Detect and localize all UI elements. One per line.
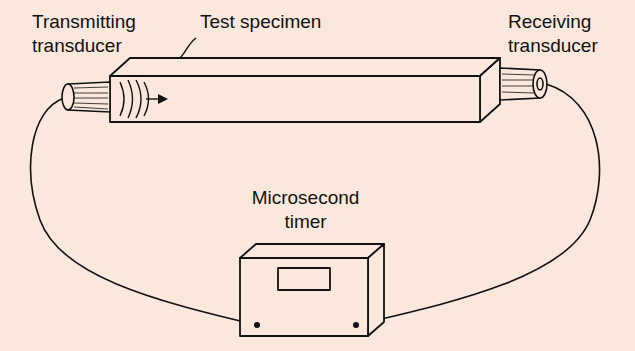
- left-wire: [31, 98, 257, 325]
- part-label: Transmitting transducer: [32, 10, 157, 58]
- leader-line: [180, 38, 196, 58]
- transmitting-transducer: [62, 82, 110, 112]
- terminal: [353, 322, 359, 328]
- sound-waves: [120, 80, 162, 118]
- terminal: [254, 322, 260, 328]
- part-label: Microsecond timer: [243, 186, 368, 234]
- part-label: Receiving transducer: [508, 10, 620, 58]
- part-label: Test specimen: [200, 10, 321, 34]
- wave-arrowhead: [158, 94, 168, 104]
- receiving-transducer: [500, 68, 547, 100]
- microsecond-timer: [240, 244, 384, 336]
- test-specimen: [110, 58, 500, 122]
